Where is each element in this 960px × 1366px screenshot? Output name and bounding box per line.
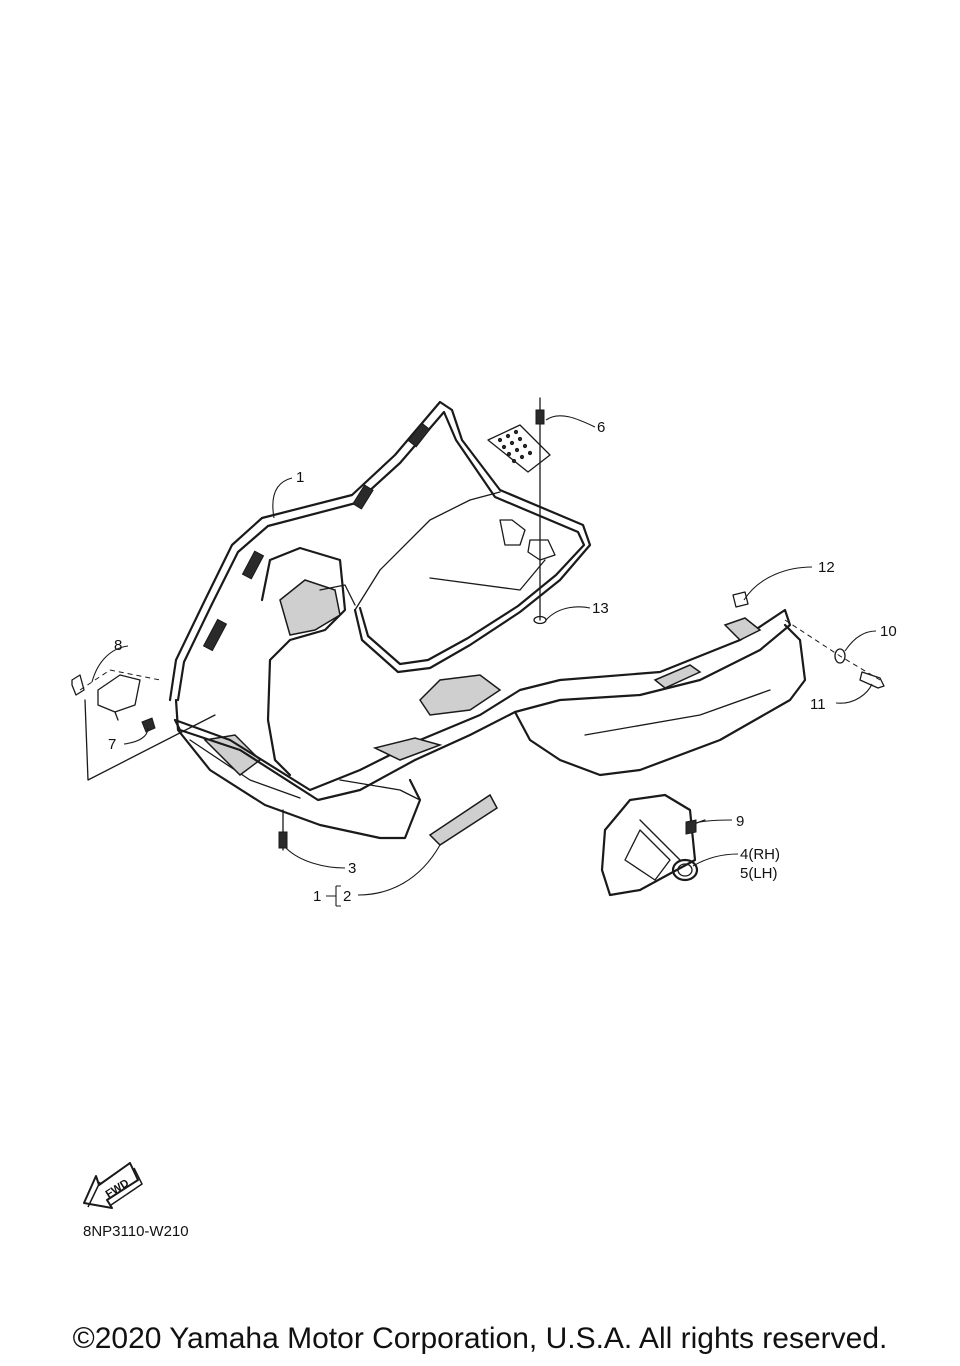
- callout-2: 2: [343, 888, 351, 905]
- callout-6: 6: [597, 419, 605, 436]
- callout-12: 12: [818, 559, 835, 576]
- rivet-9: [685, 819, 706, 835]
- screw-11: [859, 671, 885, 689]
- callout-7: 7: [108, 736, 116, 753]
- cover-4-5: [600, 793, 699, 897]
- front-fender-body: [168, 400, 807, 840]
- nut-12: [732, 591, 749, 608]
- callout-1-top: 1: [296, 469, 304, 486]
- dash-line-right: [784, 619, 881, 681]
- washer-10: [834, 648, 846, 664]
- perforated-plate: [487, 424, 551, 473]
- guide-line-left: [84, 699, 216, 781]
- bracket-8: [71, 674, 141, 721]
- callout-8: 8: [114, 637, 122, 654]
- screw-7: [141, 717, 156, 733]
- callout-1-bracket: 1: [313, 888, 321, 905]
- decal-2: [428, 793, 498, 846]
- callout-4: 4(RH): [740, 846, 780, 863]
- dash-line-left-a: [79, 669, 161, 691]
- fwd-arrow-icon: FWD: [83, 1162, 143, 1209]
- callout-5: 5(LH): [740, 865, 778, 882]
- vent-slots: [202, 422, 431, 652]
- callout-9: 9: [736, 813, 744, 830]
- callout-11: 11: [810, 696, 826, 713]
- diagram-code: 8NP3110-W210: [83, 1223, 189, 1240]
- callout-13: 13: [592, 600, 609, 617]
- copyright-notice: ©2020 Yamaha Motor Corporation, U.S.A. A…: [72, 1322, 888, 1355]
- rivet-6: [535, 397, 545, 621]
- rivet-3: [278, 809, 288, 851]
- bracket-symbol: [326, 885, 341, 907]
- callout-10: 10: [880, 623, 897, 640]
- callout-labels: 1 6 12 13 10 11 8 7 9 4(RH) 5(LH) 3 1 2: [108, 419, 897, 905]
- leader-lines: [91, 415, 877, 896]
- callout-3: 3: [348, 860, 356, 877]
